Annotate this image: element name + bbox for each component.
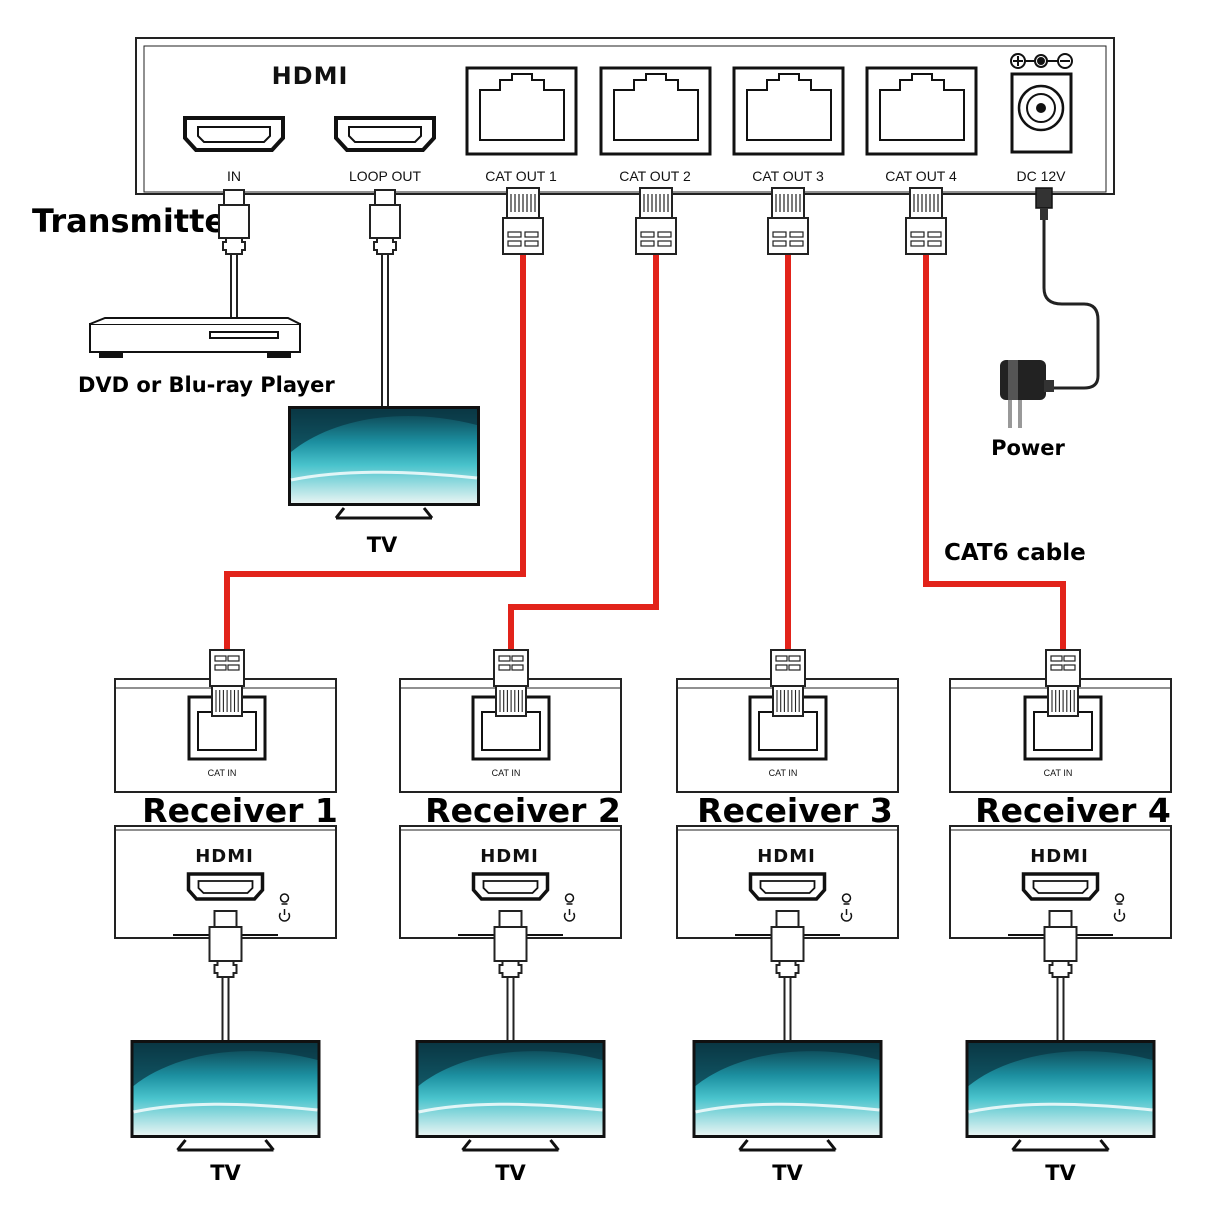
power-icon (840, 912, 853, 922)
dc-plug (1035, 187, 1053, 220)
cat-in-label: CAT IN (769, 768, 798, 778)
receiver-name: Receiver 3 (697, 791, 893, 830)
rj45-port-2 (599, 66, 712, 156)
tv-label: TV (1045, 1161, 1076, 1185)
receiver-2: CAT IN Receiver 2 HDMI TV (399, 649, 622, 1185)
source-label: DVD or Blu-ray Player (78, 373, 335, 397)
polarity-icon (1010, 53, 1073, 69)
cable-1 (224, 255, 526, 650)
port-label-dc: DC 12V (1016, 168, 1066, 184)
receiver-name: Receiver 2 (425, 791, 621, 830)
rj45-plug-out-1 (502, 187, 544, 255)
receiver-hdmi-logo: HDMI (757, 846, 816, 867)
receiver-hdmi-logo: HDMI (1030, 846, 1089, 867)
power-adapter-icon (1000, 360, 1054, 428)
power-icon (563, 912, 576, 922)
cat-in-label: CAT IN (1044, 768, 1073, 778)
cat-in-label: CAT IN (208, 768, 237, 778)
receiver-hdmi-logo: HDMI (480, 846, 539, 867)
transmitter-unit: HDMI (135, 37, 1115, 195)
hdmi-plug-out (213, 910, 238, 928)
transmitter-label: Transmitter (32, 202, 242, 240)
port-label-cat-out-1: CAT OUT 1 (485, 168, 557, 184)
receiver-1: CAT IN Receiver 1 HDMI TV (114, 649, 338, 1185)
dvd-player-icon (89, 317, 301, 358)
power-cord (1042, 218, 1100, 390)
port-label-in: IN (227, 168, 241, 184)
receivers-group: CAT IN Receiver 1 HDMI TV CAT IN Receiver 2 HD… (114, 649, 1172, 1185)
receiver-4: CAT IN Receiver 4 HDMI TV (949, 649, 1172, 1185)
cable-2 (508, 255, 659, 650)
tv-label: TV (772, 1161, 803, 1185)
loop-tv-icon (288, 406, 480, 520)
led-icon (841, 893, 852, 903)
led-icon (564, 893, 575, 903)
receiver-3: CAT IN Receiver 3 HDMI TV (676, 649, 899, 1185)
dc-power-jack (1010, 72, 1073, 154)
port-label-cat-out-4: CAT OUT 4 (885, 168, 957, 184)
port-label-loop-out: LOOP OUT (349, 168, 422, 184)
hdmi-plug-out (775, 910, 800, 928)
rj45-port-3 (732, 66, 845, 156)
rj45-port-1 (465, 66, 578, 156)
receiver-hdmi-logo: HDMI (195, 846, 254, 867)
port-label-cat-out-3: CAT OUT 3 (752, 168, 824, 184)
hdmi-plug-out (1048, 910, 1073, 928)
hdmi-plug-out (498, 910, 523, 928)
rj45-plug-out-4 (905, 187, 947, 255)
hdmi-loop-out-port (334, 116, 436, 152)
hdmi-plug-loop-out (369, 189, 401, 406)
transmitter-hdmi-logo: HDMI (272, 62, 349, 90)
power-icon (278, 912, 291, 922)
hdmi-plug-in (218, 189, 250, 323)
receiver-name: Receiver 4 (975, 791, 1171, 830)
rj45-plug-out-3 (767, 187, 809, 255)
led-icon (1114, 893, 1125, 903)
port-label-cat-out-2: CAT OUT 2 (619, 168, 691, 184)
power-icon (1113, 912, 1126, 922)
receiver-name: Receiver 1 (142, 791, 338, 830)
hdmi-in-port (183, 116, 285, 152)
power-label: Power (991, 436, 1065, 460)
tv-label: TV (495, 1161, 526, 1185)
rj45-port-4 (865, 66, 978, 156)
cable-4 (923, 255, 1066, 650)
cable-label: CAT6 cable (944, 540, 1086, 566)
cat6-cables (224, 255, 1066, 650)
tv-label: TV (210, 1161, 241, 1185)
rj45-plug-out-2 (635, 187, 677, 255)
led-icon (279, 893, 290, 903)
loop-tv-label: TV (367, 533, 398, 557)
cat-in-label: CAT IN (492, 768, 521, 778)
